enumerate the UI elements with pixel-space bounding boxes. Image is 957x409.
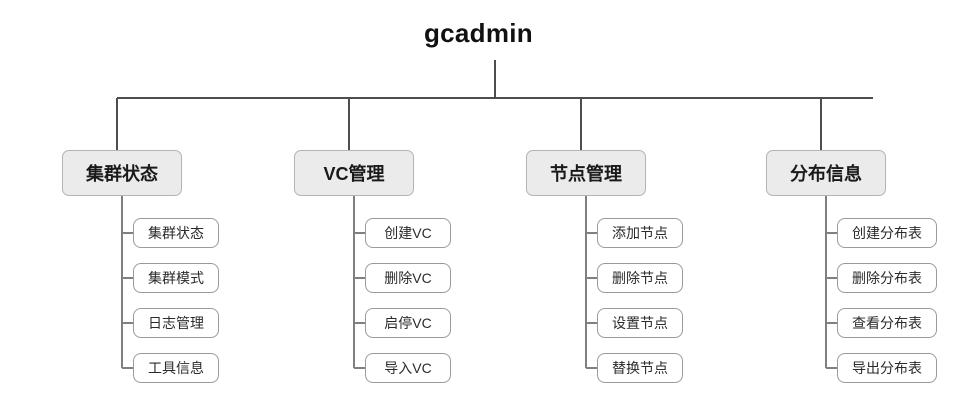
leaf-node-view-distribution-table[interactable]: 查看分布表 [837, 308, 937, 338]
leaf-node-startstop-vc[interactable]: 启停VC [365, 308, 451, 338]
leaf-node-delete-distribution-table[interactable]: 删除分布表 [837, 263, 937, 293]
leaf-node-add-node[interactable]: 添加节点 [597, 218, 683, 248]
leaf-node-tool-info[interactable]: 工具信息 [133, 353, 219, 383]
leaf-node-set-node[interactable]: 设置节点 [597, 308, 683, 338]
leaf-node-import-vc[interactable]: 导入VC [365, 353, 451, 383]
leaf-node-log-management[interactable]: 日志管理 [133, 308, 219, 338]
leaf-node-create-vc[interactable]: 创建VC [365, 218, 451, 248]
leaf-node-create-distribution-table[interactable]: 创建分布表 [837, 218, 937, 248]
branch-node-distribution-info[interactable]: 分布信息 [766, 150, 886, 196]
leaf-node-cluster-status[interactable]: 集群状态 [133, 218, 219, 248]
branch-node-cluster-status[interactable]: 集群状态 [62, 150, 182, 196]
leaf-node-delete-vc[interactable]: 删除VC [365, 263, 451, 293]
leaf-node-replace-node[interactable]: 替换节点 [597, 353, 683, 383]
leaf-node-export-distribution-table[interactable]: 导出分布表 [837, 353, 937, 383]
branch-node-node-management[interactable]: 节点管理 [526, 150, 646, 196]
leaf-node-cluster-mode[interactable]: 集群模式 [133, 263, 219, 293]
branch-node-vc-management[interactable]: VC管理 [294, 150, 414, 196]
root-node-gcadmin: gcadmin [423, 18, 533, 48]
leaf-node-delete-node[interactable]: 删除节点 [597, 263, 683, 293]
